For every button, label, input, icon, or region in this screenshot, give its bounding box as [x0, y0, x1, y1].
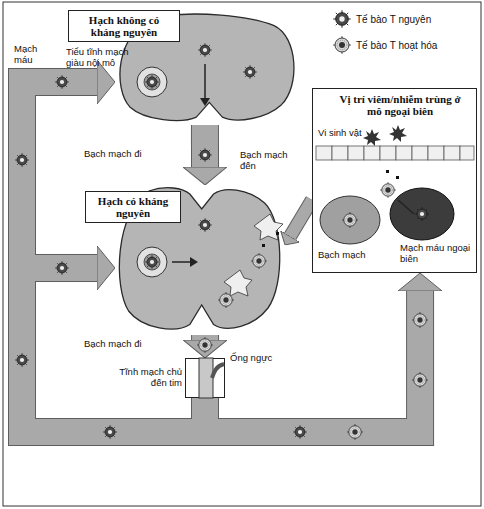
node-label: Tĩnh mạch chủ đến tim — [106, 367, 182, 389]
edge-label: Bạch mạch đi — [84, 149, 184, 160]
activated-t-cell — [412, 312, 428, 328]
legend-text: Tế bào T nguyên — [356, 14, 431, 25]
structure-label: Vi sinh vật — [318, 128, 368, 139]
activated-t-cell — [412, 372, 428, 388]
structure-label: Bạch mạch — [318, 250, 378, 261]
legend-row: Tế bào T nguyên — [333, 6, 437, 32]
node-label: Ống ngực — [230, 353, 286, 364]
edge-label: Bạch mạch đi — [84, 339, 184, 350]
node-heading: Hạch có kháng nguyên — [85, 191, 181, 223]
flow-arrow — [192, 125, 218, 167]
node-heading: Vị trí viêm/nhiễm trùng ở mô ngoại biên — [335, 93, 465, 117]
edge-label: Mạch máu — [14, 44, 58, 66]
lymph-node: Hạch có kháng nguyên — [115, 185, 285, 335]
connector-outline — [290, 200, 312, 236]
flow-arrow — [192, 335, 218, 340]
structure-label: Tiểu tĩnh mạch giàu nội mô — [66, 47, 146, 69]
activated-t-cell — [347, 424, 363, 440]
naive-t-cell — [15, 153, 29, 167]
legend-sample — [333, 10, 351, 28]
naive-t-cell — [55, 75, 69, 89]
legend-cell-icon — [333, 10, 351, 28]
connector-outline — [191, 125, 219, 167]
legend: Tế bào T nguyên Tế bào T hoạt hóa — [333, 6, 437, 58]
figure-frame — [3, 2, 481, 506]
naive-t-cell — [103, 425, 117, 439]
node-heading: Hạch không có kháng nguyên — [68, 10, 180, 42]
naive-t-cell — [293, 425, 307, 439]
legend-row: Tế bào T hoạt hóa — [333, 32, 437, 58]
activated-t-cell — [197, 337, 213, 353]
edge-label: Bạch mạch đến — [240, 150, 302, 172]
structure-label: Mạch máu ngoại biên — [400, 243, 472, 265]
legend-sample — [333, 36, 351, 54]
legend-cell-icon — [333, 36, 351, 54]
naive-t-cell — [15, 353, 29, 367]
flow-arrow — [290, 200, 312, 236]
lymph-node: Hạch không có kháng nguyên — [115, 12, 300, 125]
connector-outline — [191, 335, 219, 340]
naive-t-cell — [198, 148, 212, 162]
duct-junction-box: Ống ngựcTĩnh mạch chủ đến tim — [185, 358, 225, 398]
legend-text: Tế bào T hoạt hóa — [356, 40, 437, 51]
naive-t-cell — [55, 261, 69, 275]
